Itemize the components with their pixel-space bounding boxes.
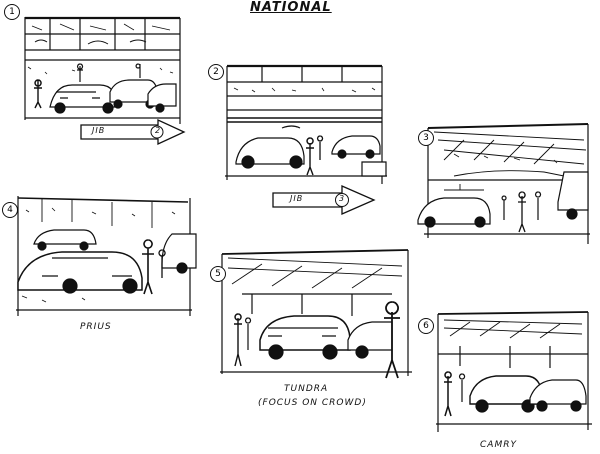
jib-arrow-1-label: JIB — [92, 126, 106, 135]
panel-5-caption: TUNDRA — [284, 384, 329, 394]
panel-4-number: 4 — [2, 202, 18, 218]
jib-arrow-2-label: JIB — [290, 194, 304, 203]
panel-5-note: (FOCUS ON CROWD) — [258, 398, 367, 408]
panel-2-number: 2 — [208, 64, 224, 80]
panel-4-sketch — [16, 196, 197, 316]
panel-3-number: 3 — [418, 130, 434, 146]
panel-1-sketch — [24, 16, 181, 124]
jib-arrow-1 — [80, 118, 186, 146]
jib-arrow-2 — [272, 185, 376, 215]
panel-2-sketch — [225, 64, 387, 184]
panel-5-number: 5 — [210, 266, 226, 282]
panel-6-sketch — [436, 311, 592, 432]
panel-5-sketch — [220, 249, 412, 379]
panel-6-caption: CAMRY — [480, 440, 517, 450]
storyboard-title: NATIONAL — [250, 0, 332, 15]
panel-6-number: 6 — [418, 318, 434, 334]
panel-1-number: 1 — [4, 4, 20, 20]
jib-arrow-1-target: 2 — [155, 126, 162, 135]
jib-arrow-2-target: 3 — [339, 194, 346, 203]
panel-4-caption: PRIUS — [80, 322, 112, 332]
panel-3-sketch — [417, 123, 590, 244]
